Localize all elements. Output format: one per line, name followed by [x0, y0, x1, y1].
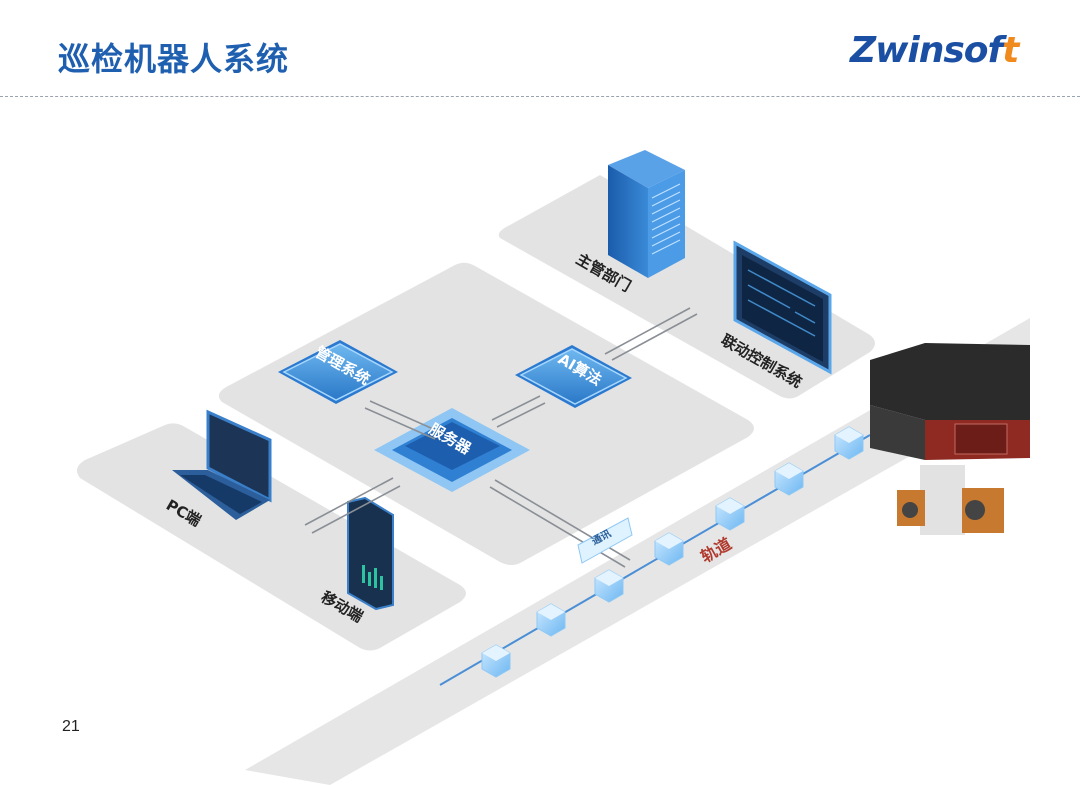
page-number: 21 [62, 718, 80, 735]
page-title: 巡检机器人系统 [58, 40, 290, 78]
track-cube [654, 532, 684, 566]
monitor-icon [733, 240, 832, 375]
track-cube [481, 644, 511, 678]
track-cube [834, 426, 864, 460]
zwinsoft-logo: Zwinsoft [850, 30, 1019, 71]
track-cube [774, 462, 804, 496]
phone-icon [347, 496, 394, 611]
inspection-robot-icon [870, 343, 1030, 535]
track-cube [536, 603, 566, 637]
track-cubes [481, 426, 864, 678]
communication-tag [577, 517, 633, 564]
track-platform [245, 318, 1030, 785]
laptop-icon [172, 409, 272, 520]
server-tower-icon [608, 150, 685, 278]
track-cube [715, 497, 745, 531]
header-divider [0, 96, 1080, 97]
track-cube [594, 569, 624, 603]
connector-arrows [304, 307, 698, 568]
management-system-chip [278, 340, 398, 404]
ai-algorithm-chip [515, 345, 632, 408]
central-platform [218, 262, 754, 565]
